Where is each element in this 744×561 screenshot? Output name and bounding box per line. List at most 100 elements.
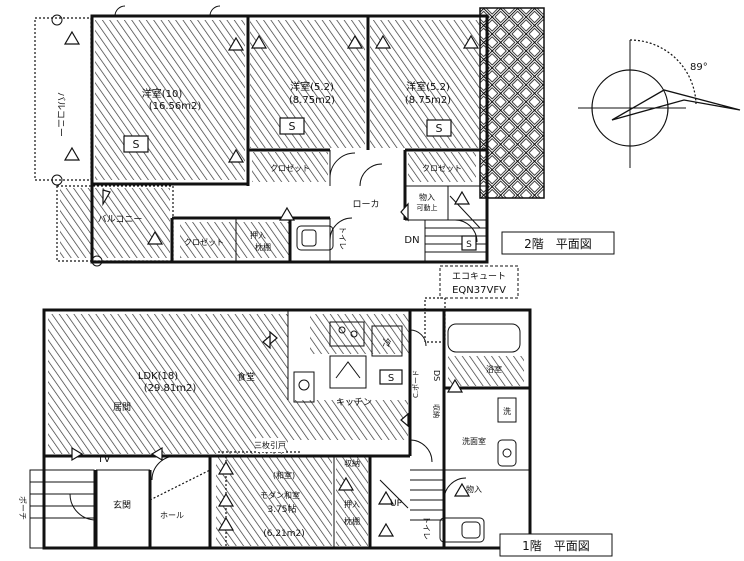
door-swing bbox=[209, 5, 221, 17]
equipment-callout: エコキュート EQN37VFV bbox=[424, 265, 519, 343]
door-swing bbox=[329, 152, 356, 179]
ldk-floor bbox=[48, 314, 288, 454]
washitsu-floor bbox=[216, 456, 332, 546]
toilet-label: トイレ bbox=[338, 226, 347, 250]
column-marker bbox=[51, 14, 63, 26]
kitchen-sink-icon bbox=[329, 355, 367, 389]
makuradana-label: 枕棚 bbox=[255, 242, 271, 252]
door-swing bbox=[409, 329, 427, 347]
closet-c-label: クロゼット bbox=[422, 163, 462, 173]
compass: 89° bbox=[578, 39, 741, 168]
closet-c-floor bbox=[408, 152, 476, 182]
closet-b-label: クロゼット bbox=[270, 163, 310, 173]
stairs-up bbox=[379, 479, 444, 521]
closet-hall-floor bbox=[180, 222, 290, 258]
storage-label: 物入 bbox=[419, 192, 435, 202]
equipment-line2: EQN37VFV bbox=[452, 285, 506, 296]
floor2-plan: S S S S 洋室(10) (16.56m2) 洋室(5.2) (8.75m2… bbox=[34, 5, 615, 267]
stairs-down-label: DN bbox=[404, 235, 419, 246]
bedroom-c-area: (8.75m2) bbox=[405, 95, 451, 106]
hall-label: ホール bbox=[160, 511, 184, 520]
sensor-label: S bbox=[289, 120, 296, 133]
sensor-label: S bbox=[388, 373, 394, 384]
oshiire-label: 押入 bbox=[250, 230, 266, 240]
sliding-door-track bbox=[149, 469, 211, 501]
balcony-vertical-label: バルコニー bbox=[55, 92, 66, 137]
sensor-box bbox=[461, 235, 477, 251]
sensor-label: S bbox=[436, 122, 443, 135]
washitsu-area: (6.21m2) bbox=[263, 529, 305, 539]
sensor-box bbox=[123, 135, 149, 153]
bedroom-c-name: 洋室(5.2) bbox=[406, 80, 450, 93]
oshiire-floor bbox=[336, 456, 368, 546]
genkan-label: 玄関 bbox=[113, 499, 131, 511]
mitsubiki-label: 三枚引戸 bbox=[254, 440, 286, 450]
toilet-label: トイレ bbox=[422, 516, 431, 540]
sensor-box bbox=[279, 117, 305, 135]
equipment-line1: エコキュート bbox=[452, 272, 506, 282]
wash-basin-icon bbox=[497, 439, 517, 467]
bedroom-b-name: 洋室(5.2) bbox=[290, 80, 334, 93]
floor1-plan: S bbox=[18, 308, 613, 557]
kitchen-floor bbox=[310, 314, 410, 354]
shuno-vertical-label: 収納 bbox=[432, 404, 441, 418]
tv-label: TV bbox=[97, 454, 111, 465]
door-swing bbox=[443, 477, 467, 501]
bedroom-main-area: (16.56m2) bbox=[149, 101, 202, 112]
sensor-label: S bbox=[133, 138, 140, 151]
door-swing bbox=[151, 455, 177, 481]
ldk-area: (29.81m2) bbox=[144, 383, 197, 394]
outlet-markers bbox=[71, 330, 471, 537]
column-marker bbox=[51, 174, 63, 186]
washitsu-paren: (和室) bbox=[273, 470, 295, 480]
washitsu-size: 3.75帖 bbox=[267, 503, 296, 515]
fridge-box bbox=[371, 325, 403, 357]
balcony-lower-floor bbox=[60, 188, 170, 258]
kitchen-label: キッチン bbox=[336, 397, 372, 408]
equipment-outline bbox=[424, 297, 446, 343]
floor2-title-box bbox=[501, 231, 615, 255]
shuno-label: 収納 bbox=[344, 458, 360, 468]
compass-angle: 89° bbox=[690, 62, 708, 73]
sensor-label: S bbox=[466, 240, 472, 250]
stove-icon bbox=[329, 321, 365, 347]
makuradana-label: 枕棚 bbox=[344, 516, 360, 526]
bedroom-main-name: 洋室(10) bbox=[142, 87, 183, 100]
toilet-fixture bbox=[296, 225, 334, 251]
porch-label: ポーチ bbox=[18, 496, 27, 520]
ldk-name: LDK(18) bbox=[138, 371, 178, 382]
door-swing bbox=[409, 439, 433, 463]
storage-sub-label: 可動上 bbox=[417, 203, 438, 212]
door-swing bbox=[114, 5, 126, 17]
outlet-markers bbox=[63, 30, 480, 245]
living-label: 居間 bbox=[113, 402, 131, 413]
senmen-label: 洗面室 bbox=[462, 436, 486, 446]
dining-extension-floor bbox=[288, 400, 408, 440]
hallway-label: ローカ bbox=[352, 199, 379, 210]
closet-hall-label: クロゼット bbox=[184, 237, 224, 247]
oshiire-label: 押入 bbox=[344, 499, 360, 509]
stairs-up-label: UP bbox=[390, 499, 403, 509]
cpost-label: C.ポード bbox=[412, 370, 420, 398]
stairs-down bbox=[425, 195, 487, 253]
floor1-title: 1階 平面図 bbox=[522, 538, 590, 553]
bedroom-b-area: (8.75m2) bbox=[289, 95, 335, 106]
floor2-title: 2階 平面図 bbox=[524, 236, 592, 251]
dining-label: 食堂 bbox=[237, 371, 255, 383]
bedroom-main-floor bbox=[95, 20, 245, 180]
porch-steps bbox=[29, 469, 95, 549]
fridge-label: 冷 bbox=[382, 337, 391, 349]
mitsubiki-tag bbox=[256, 438, 284, 452]
door-swing bbox=[69, 493, 97, 521]
floor1-outer-wall bbox=[42, 308, 532, 550]
sensor-box bbox=[426, 119, 452, 137]
counter-sink-icon bbox=[293, 371, 315, 403]
balcony-lower-label: バルコニー bbox=[98, 214, 143, 225]
door-swing bbox=[329, 217, 353, 241]
north-arrow-icon bbox=[611, 89, 741, 121]
bathtub-icon bbox=[447, 323, 521, 353]
toilet-fixture bbox=[439, 517, 485, 543]
bath-floor bbox=[448, 356, 524, 386]
roof-lattice bbox=[479, 7, 545, 199]
